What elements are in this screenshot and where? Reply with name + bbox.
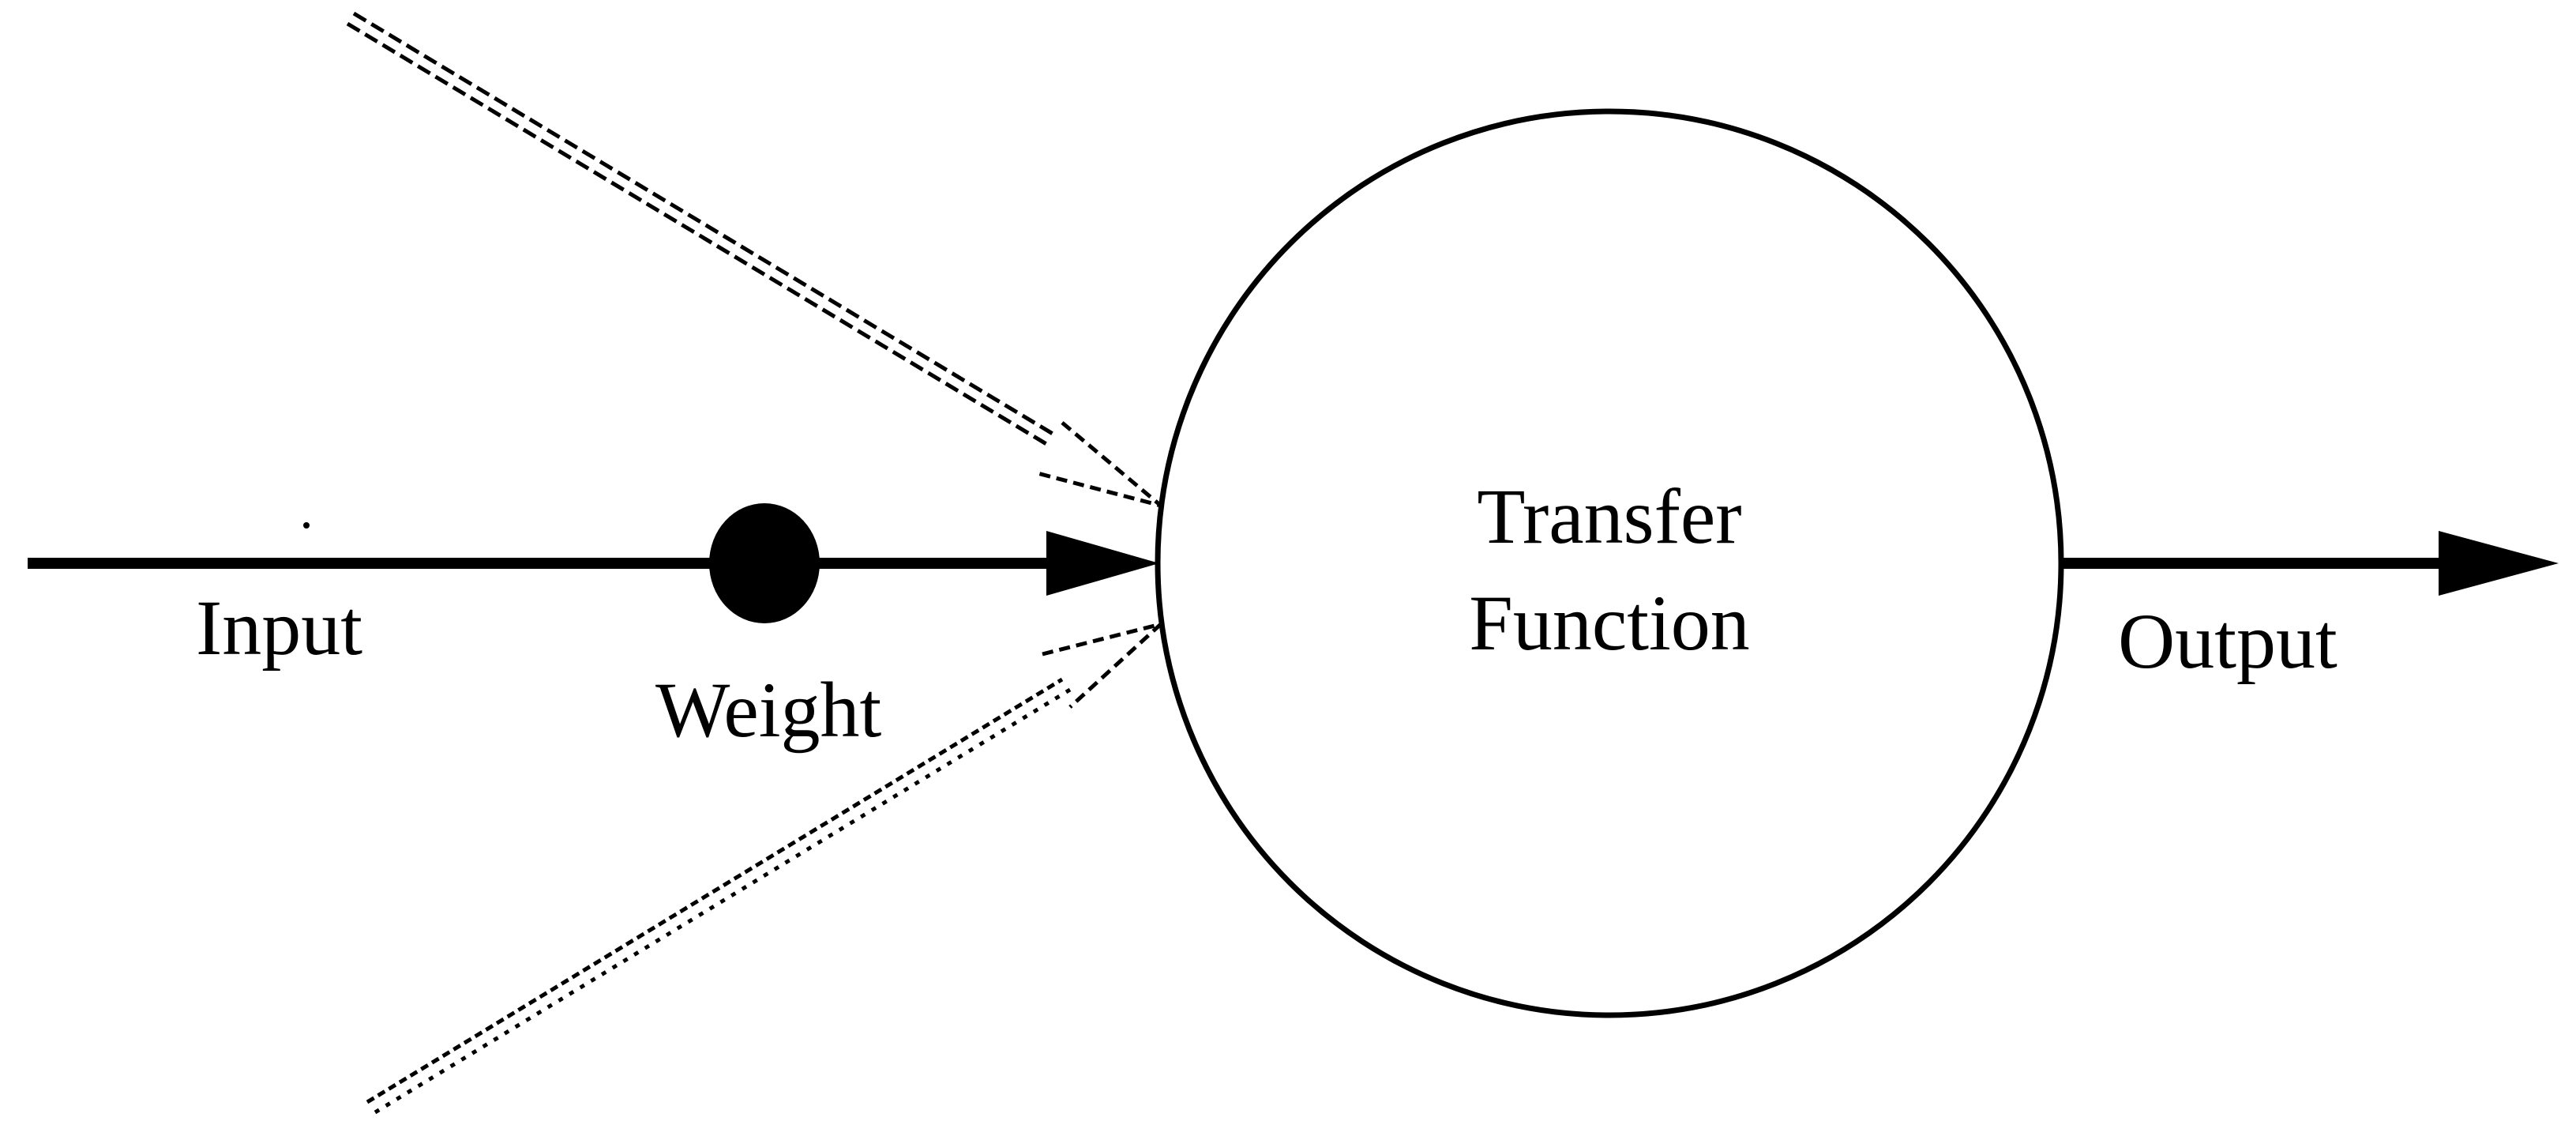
upper-dashed-arrowhead xyxy=(1034,421,1162,508)
transfer-function-circle xyxy=(1155,108,2064,1018)
upper-dashed-connection xyxy=(346,11,1162,508)
stray-dot xyxy=(303,522,310,529)
weight-label: Weight xyxy=(655,666,882,754)
lower-dashed-arrowhead xyxy=(1042,622,1162,709)
input-label: Input xyxy=(196,584,362,672)
output-arrowhead xyxy=(2439,531,2559,596)
transfer-function-label-line1: Transfer xyxy=(1477,472,1741,560)
transfer-function-label-line2: Function xyxy=(1469,579,1750,667)
weight-node xyxy=(709,503,820,623)
input-arrowhead xyxy=(1046,531,1159,596)
output-label: Output xyxy=(2118,597,2338,685)
